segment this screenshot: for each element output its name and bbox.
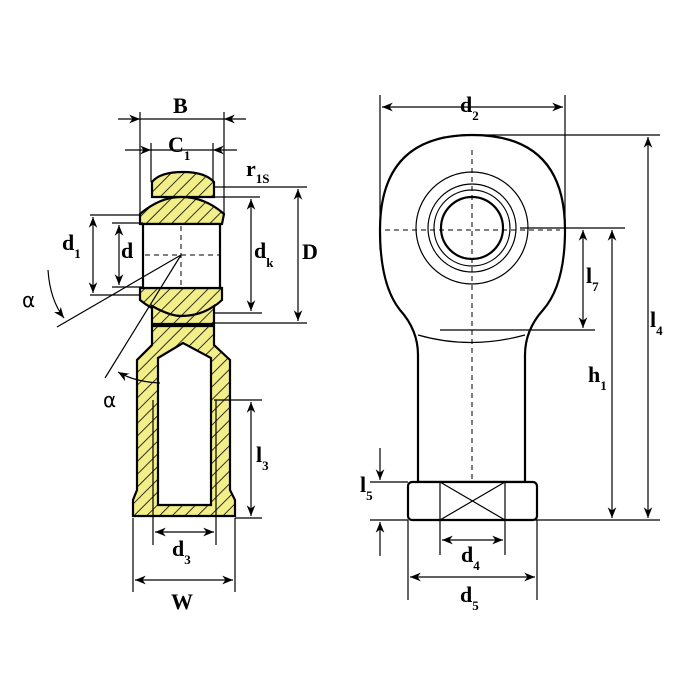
label-l7: l7 bbox=[586, 263, 599, 294]
label-d3: d3 bbox=[172, 536, 191, 567]
label-l4: l4 bbox=[650, 307, 663, 338]
label-dk: dk bbox=[254, 238, 274, 270]
ball-top bbox=[138, 195, 226, 226]
label-l5: l5 bbox=[360, 472, 373, 503]
label-d2: d2 bbox=[460, 92, 479, 123]
label-d1: d1 bbox=[62, 230, 81, 261]
label-W: W bbox=[171, 589, 193, 614]
label-h1: h1 bbox=[588, 362, 607, 393]
shank-body bbox=[131, 324, 237, 518]
label-d4: d4 bbox=[461, 542, 480, 573]
label-d: d bbox=[121, 238, 133, 263]
front-view: d2 l4 l7 h1 l5 d4 d5 bbox=[360, 92, 663, 613]
label-d5: d5 bbox=[460, 582, 479, 613]
label-B: B bbox=[173, 93, 188, 118]
outer-race-top bbox=[150, 170, 216, 199]
label-alpha-1: α bbox=[22, 288, 35, 312]
label-r1s: r1S bbox=[246, 156, 270, 186]
section-view: B C1 r1S d1 d dk D α α l3 d3 W bbox=[22, 93, 318, 614]
label-D: D bbox=[302, 239, 318, 264]
label-C1: C1 bbox=[168, 132, 190, 163]
outer-race-bottom bbox=[150, 303, 216, 326]
label-l3: l3 bbox=[256, 442, 269, 473]
label-alpha-2: α bbox=[103, 388, 116, 412]
